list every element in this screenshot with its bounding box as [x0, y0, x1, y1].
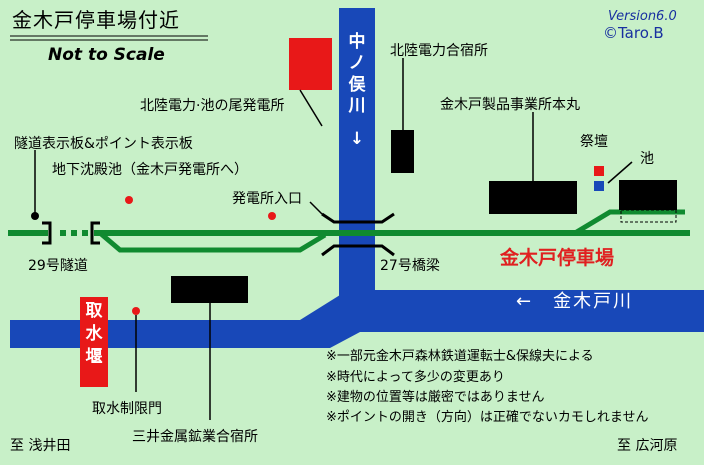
factory-building — [489, 181, 577, 214]
to-asaida-label: 至 浅井田 — [10, 438, 71, 454]
note-line-2: ※時代によって多少の変更あり — [326, 370, 505, 385]
bridge-north-rail — [321, 212, 395, 224]
tunnel-29-label: 29号隧道 — [28, 258, 88, 274]
to-hirogawara-label: 至 広河原 — [617, 438, 678, 454]
note-line-1: ※一部元金木戸森林鉄道運転士&保線夫による — [326, 349, 594, 364]
underground-pond-label: 地下沈殿池（金木戸発電所へ） — [52, 162, 248, 178]
plant-entrance-label: 発電所入口 — [232, 191, 302, 207]
tunnel-portal-east — [90, 221, 100, 245]
tunnel-signboard-label: 隧道表示板&ポイント表示板 — [14, 136, 193, 152]
pond-marker — [594, 181, 604, 191]
altar-label: 祭壇 — [580, 134, 608, 150]
nakanomata-river — [339, 8, 375, 296]
intake-weir — [80, 297, 108, 387]
underground-pond-dot — [125, 196, 133, 204]
station-name: 金木戸停車場 — [500, 247, 615, 269]
intake-weir-label: 取 水 堰 — [85, 301, 103, 367]
bridge-27-label: 27号橋梁 — [380, 258, 440, 274]
intake-gate-label: 取水制限門 — [92, 401, 162, 417]
engine-shed-building — [619, 180, 677, 210]
kanakido-river — [10, 290, 704, 348]
kanakido-river-label: ← 金木戸川 — [516, 291, 634, 312]
credit-label: ©Taro.B — [603, 24, 664, 42]
scale-note: Not to Scale — [48, 45, 165, 65]
siding-track-right — [573, 209, 685, 236]
map-title: 金木戸停車場付近 — [12, 8, 180, 32]
version-label: Version6.0 — [608, 9, 677, 24]
siding-track-left — [98, 231, 327, 253]
plant-entrance-dot — [268, 212, 276, 220]
bridge-south-rail — [321, 244, 395, 257]
hokuriku-dormitory-label: 北陸電力合宿所 — [390, 43, 488, 59]
ike-no-o-plant-label: 北陸電力·池の尾発電所 — [140, 98, 285, 114]
intake-gate-dot — [132, 307, 140, 315]
note-line-3: ※建物の位置等は厳密ではありません — [326, 390, 545, 405]
altar-marker — [594, 166, 604, 176]
factory-label: 金木戸製品事業所本丸 — [440, 97, 580, 113]
ike-no-o-plant-building — [289, 38, 332, 90]
hokuriku-dormitory-building — [391, 130, 414, 173]
mitsui-dormitory-label: 三井金属鉱業合宿所 — [132, 429, 258, 445]
note-line-4: ※ポイントの開き（方向）は正確でないカモしれません — [326, 410, 649, 425]
tunnel-portal-west — [42, 221, 52, 245]
nakanomata-river-label: 中 ノ 俣 川 ↓ — [348, 32, 366, 149]
pond-label: 池 — [640, 151, 654, 167]
